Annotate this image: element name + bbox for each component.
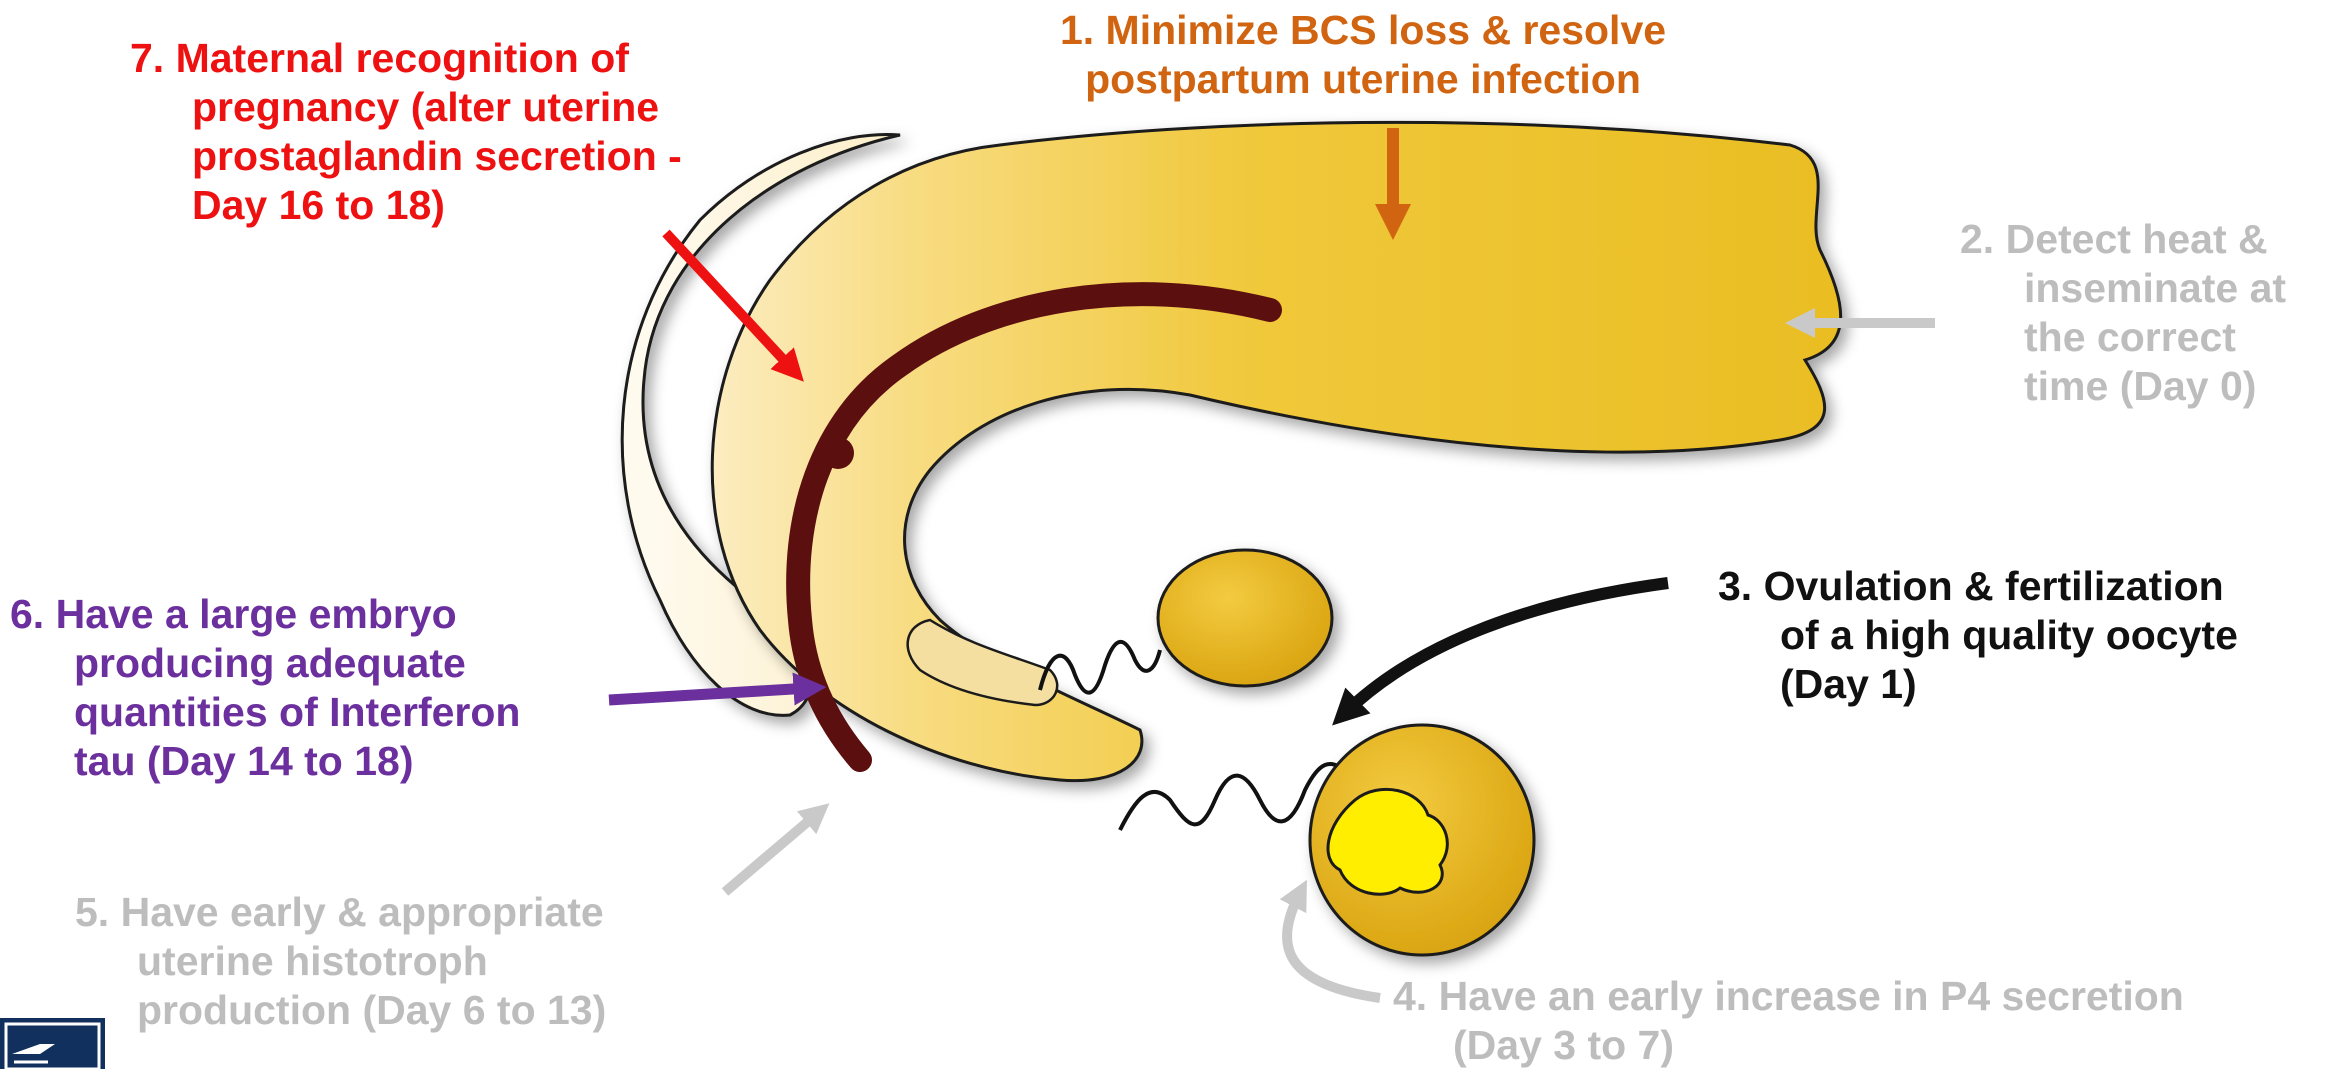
lumen-bulge [822,437,854,469]
label-step6: 6. Have a large embryo producing adequat… [10,590,520,786]
label-step1-line2: postpartum uterine infection [993,55,1733,104]
arrow-step5 [725,813,818,892]
label-step6-line2: producing adequate [10,639,520,688]
label-step2-line3: the correct [1960,313,2286,362]
label-step1: 1. Minimize BCS loss & resolve postpartu… [993,6,1733,104]
label-step7-line4: Day 16 to 18) [130,181,682,230]
label-step7-line3: prostaglandin secretion - [130,132,682,181]
label-step6-line1: 6. Have a large embryo [10,590,520,639]
label-step5-line3: production (Day 6 to 13) [75,986,606,1035]
label-step3-line3: (Day 1) [1718,660,2238,709]
label-step3-line1: 3. Ovulation & fertilization [1718,562,2238,611]
logo-emblem-icon [0,1018,105,1069]
label-step4-line2: (Day 3 to 7) [1393,1021,2184,1069]
label-step6-line4: tau (Day 14 to 18) [10,737,520,786]
label-step7: 7. Maternal recognition of pregnancy (al… [130,34,682,230]
arrow-step3 [1345,583,1668,713]
label-step4: 4. Have an early increase in P4 secretio… [1393,972,2184,1069]
label-step1-line1: 1. Minimize BCS loss & resolve [993,6,1733,55]
university-logo-icon [0,1018,105,1069]
label-step2-line4: time (Day 0) [1960,362,2286,411]
label-step5: 5. Have early & appropriate uterine hist… [75,888,606,1035]
label-step7-line1: 7. Maternal recognition of [130,34,682,83]
label-step2-line2: inseminate at [1960,264,2286,313]
label-step3: 3. Ovulation & fertilization of a high q… [1718,562,2238,709]
label-step4-line1: 4. Have an early increase in P4 secretio… [1393,972,2184,1021]
label-step7-line2: pregnancy (alter uterine [130,83,682,132]
label-step6-line3: quantities of Interferon [10,688,520,737]
label-step5-line1: 5. Have early & appropriate [75,888,606,937]
label-step5-line2: uterine histotroph [75,937,606,986]
label-step2: 2. Detect heat & inseminate at the corre… [1960,215,2286,411]
upper-ovary [1158,550,1332,686]
label-step3-line2: of a high quality oocyte [1718,611,2238,660]
label-step2-line1: 2. Detect heat & [1960,215,2286,264]
